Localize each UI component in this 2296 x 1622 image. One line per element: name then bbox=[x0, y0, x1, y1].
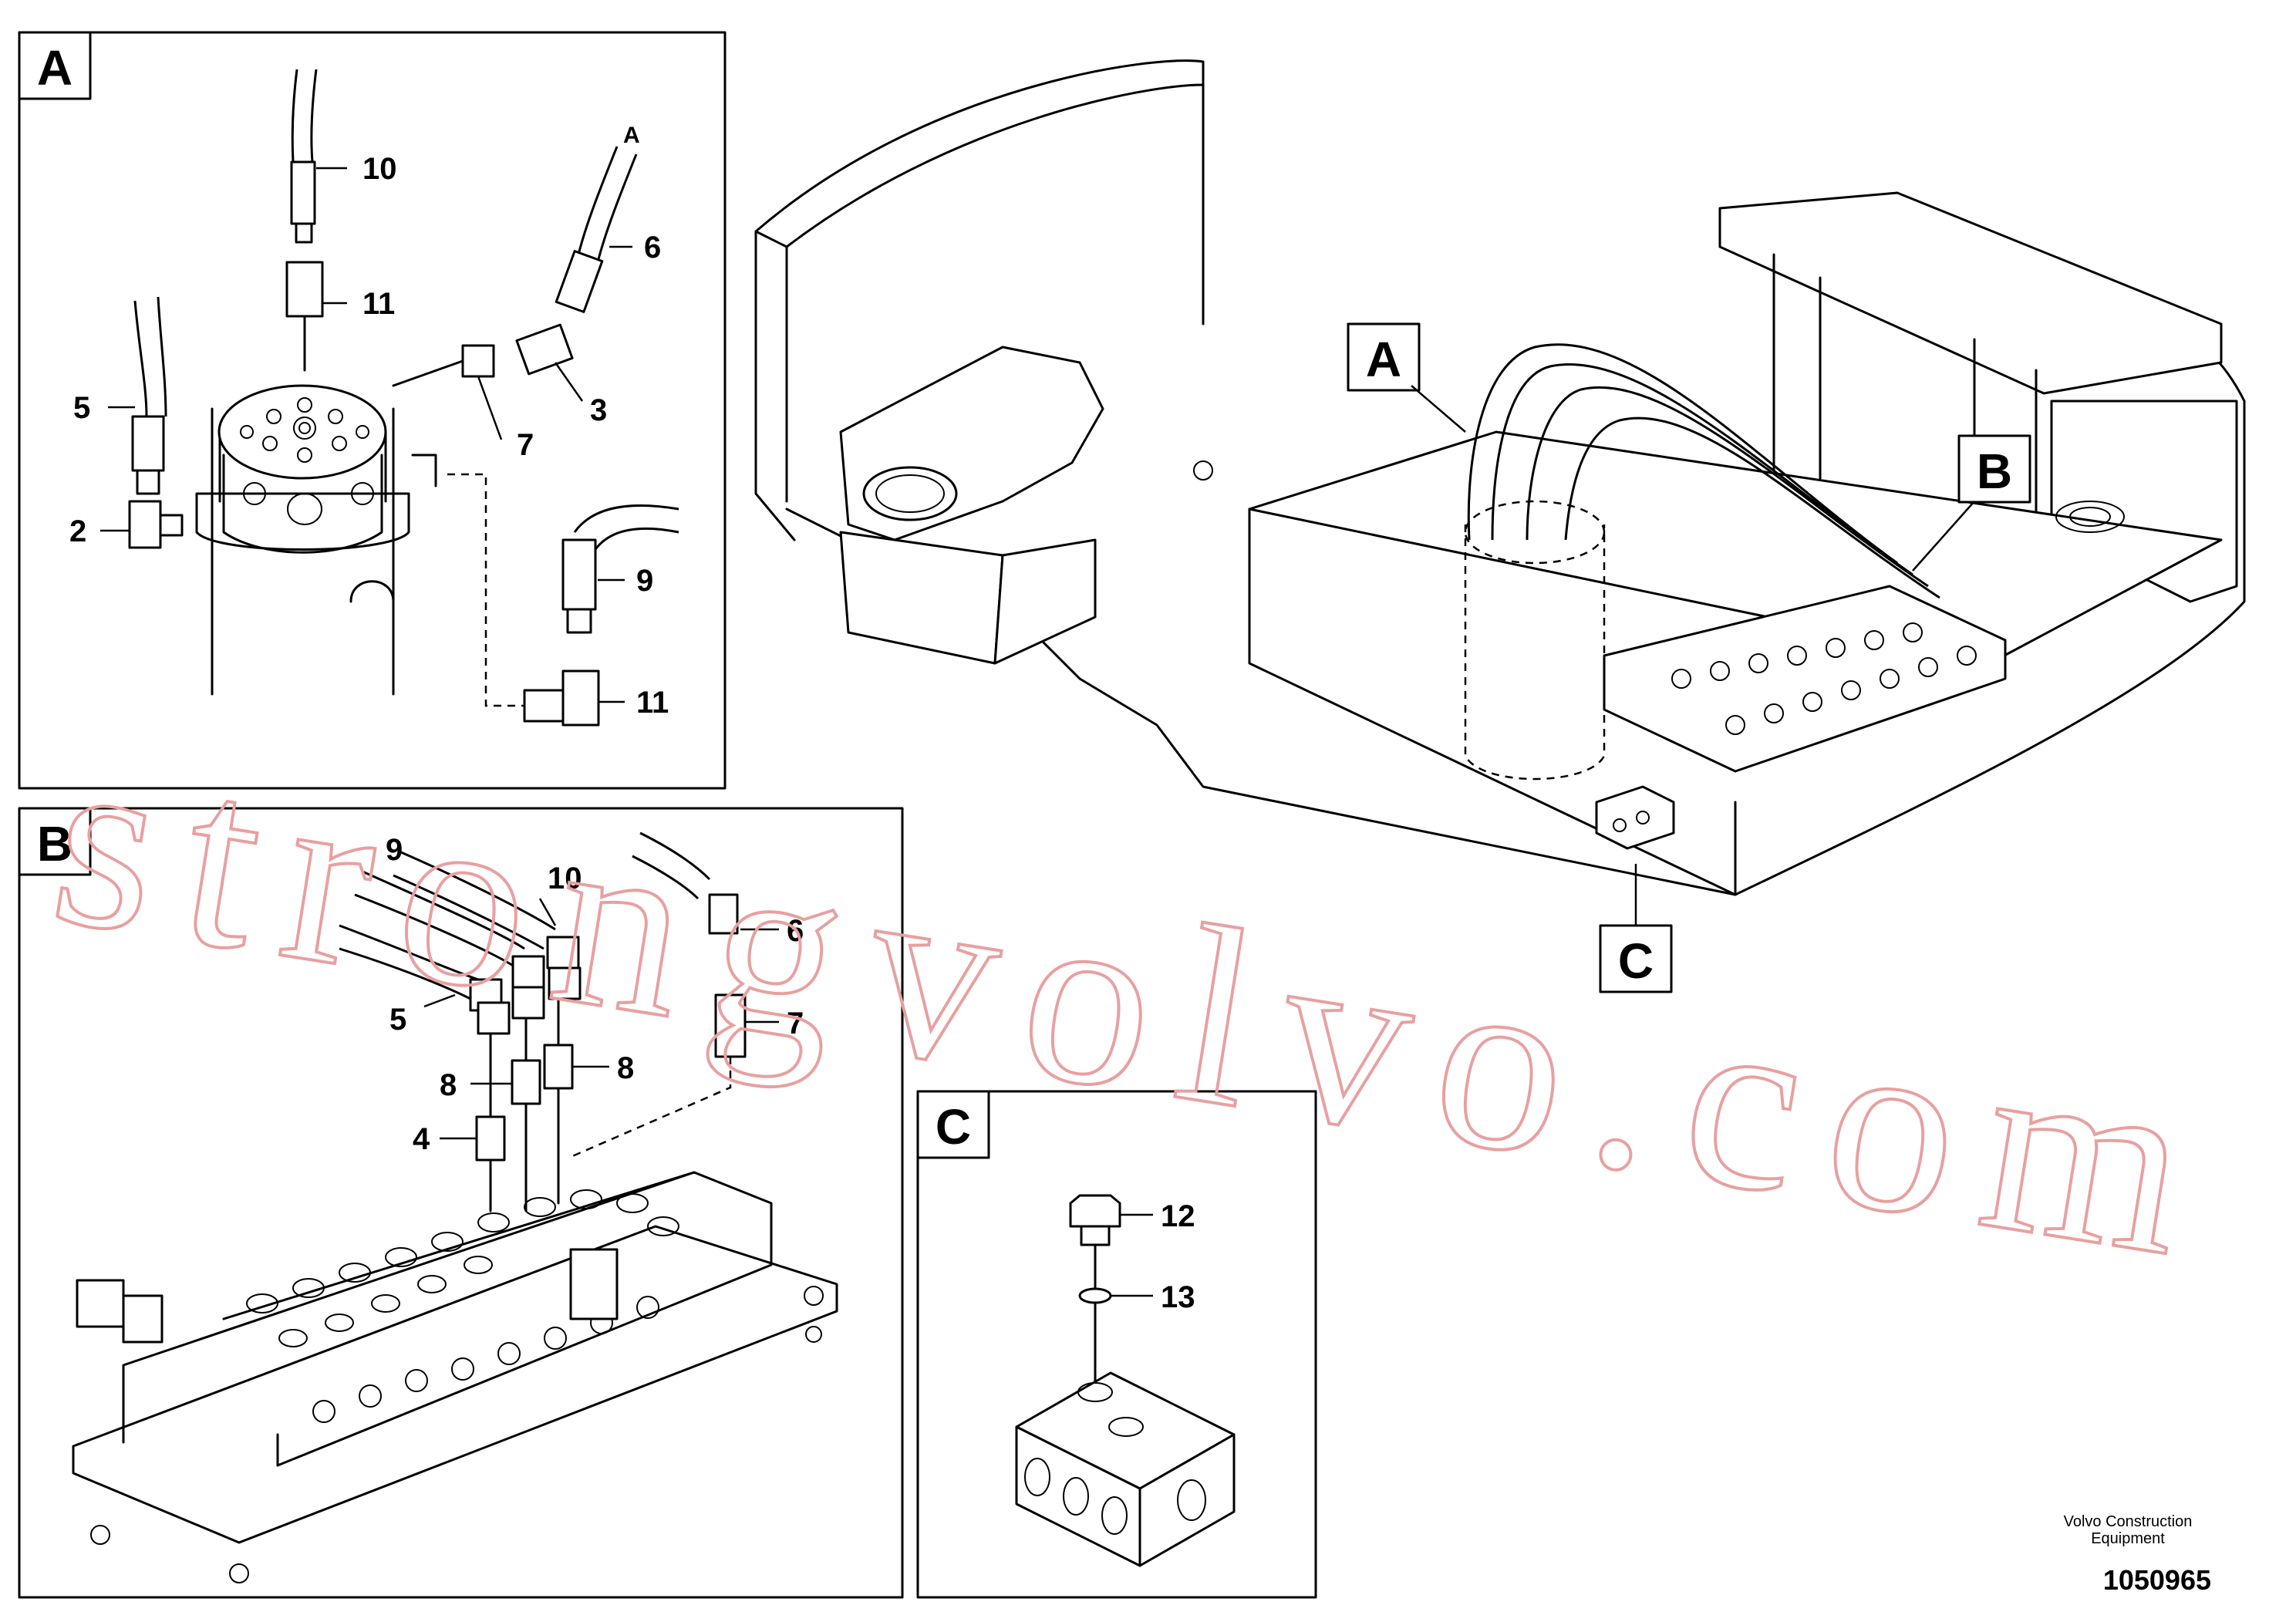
main-view-upper-frame: A B C bbox=[754, 59, 2246, 993]
main-label-b-box bbox=[1957, 434, 2031, 504]
hose-b-6 bbox=[632, 831, 711, 900]
fitting-b-7 bbox=[714, 993, 747, 1058]
panel-b-label: B bbox=[37, 816, 72, 872]
swivel-joint bbox=[195, 384, 437, 696]
callout-b-4: 4 bbox=[413, 1122, 430, 1156]
callout-b-8a: 8 bbox=[440, 1068, 457, 1102]
hose-5 bbox=[133, 296, 167, 417]
callout-a-5: 5 bbox=[73, 391, 90, 425]
control-valve bbox=[72, 1171, 838, 1583]
callout-a-hose-ref: A bbox=[623, 123, 640, 148]
detail-view-c: C 12 13 bbox=[916, 1090, 1317, 1599]
plug-12 bbox=[1069, 1194, 1121, 1246]
callout-a-6: 6 bbox=[644, 231, 661, 265]
hose-b-5 bbox=[339, 924, 479, 1000]
callout-a-10: 10 bbox=[362, 152, 397, 186]
callout-b-10: 10 bbox=[548, 862, 582, 895]
fitting-11-bottom bbox=[561, 669, 600, 727]
fitting-b-8b bbox=[511, 1059, 541, 1105]
callout-b-8b: 8 bbox=[617, 1051, 634, 1085]
document-number: 1050965 bbox=[2102, 1564, 2211, 1596]
fitting-2 bbox=[128, 500, 162, 549]
callout-a-7: 7 bbox=[517, 428, 534, 462]
panel-a-label-box bbox=[18, 31, 92, 100]
callout-a-2: 2 bbox=[69, 514, 86, 548]
panel-b-label-box bbox=[18, 807, 92, 876]
main-label-a-box bbox=[1347, 322, 1421, 392]
hose-10 bbox=[291, 69, 318, 163]
fitting-11-top bbox=[285, 261, 324, 318]
seal-ring-13 bbox=[1078, 1287, 1112, 1304]
hose-9 bbox=[573, 504, 679, 552]
company-line-2: Equipment bbox=[2091, 1530, 2165, 1547]
detail-view-a: A bbox=[18, 31, 727, 790]
callout-a-3: 3 bbox=[590, 393, 607, 427]
company-credit: Volvo Construction Equipment bbox=[2028, 1513, 2228, 1547]
fitting-b-4 bbox=[475, 1115, 506, 1162]
callout-c-12: 12 bbox=[1161, 1199, 1195, 1233]
callout-b-7: 7 bbox=[787, 1007, 804, 1040]
callout-b-9: 9 bbox=[386, 833, 403, 867]
panel-c-label: C bbox=[936, 1099, 971, 1155]
hose-b-10 bbox=[354, 870, 525, 969]
panel-b-frame bbox=[18, 807, 904, 1599]
hose-6 bbox=[577, 146, 638, 263]
callout-c-13: 13 bbox=[1161, 1280, 1195, 1314]
main-label-a: A bbox=[1366, 332, 1401, 387]
callout-a-11b: 11 bbox=[636, 686, 669, 720]
callout-a-11: 11 bbox=[362, 287, 395, 321]
detail-view-b: B bbox=[18, 807, 904, 1599]
main-hose-1 bbox=[1467, 343, 1898, 565]
panel-c-label-box bbox=[916, 1090, 990, 1159]
panel-a-frame bbox=[18, 31, 727, 790]
main-label-c: C bbox=[1618, 933, 1654, 989]
callout-a-9: 9 bbox=[636, 564, 653, 598]
panel-c-frame bbox=[916, 1090, 1317, 1599]
callout-b-6: 6 bbox=[787, 914, 804, 948]
company-line-1: Volvo Construction bbox=[2063, 1513, 2193, 1530]
main-label-c-box bbox=[1599, 924, 1673, 993]
panel-a-label: A bbox=[37, 40, 72, 96]
port-block bbox=[1015, 1371, 1236, 1567]
hose-b-9 bbox=[393, 851, 556, 950]
callout-b-5: 5 bbox=[389, 1003, 406, 1037]
fitting-b-8a bbox=[543, 1044, 574, 1090]
main-label-b: B bbox=[1977, 443, 2012, 499]
fitting-7 bbox=[461, 344, 495, 378]
fitting-3 bbox=[515, 323, 574, 376]
